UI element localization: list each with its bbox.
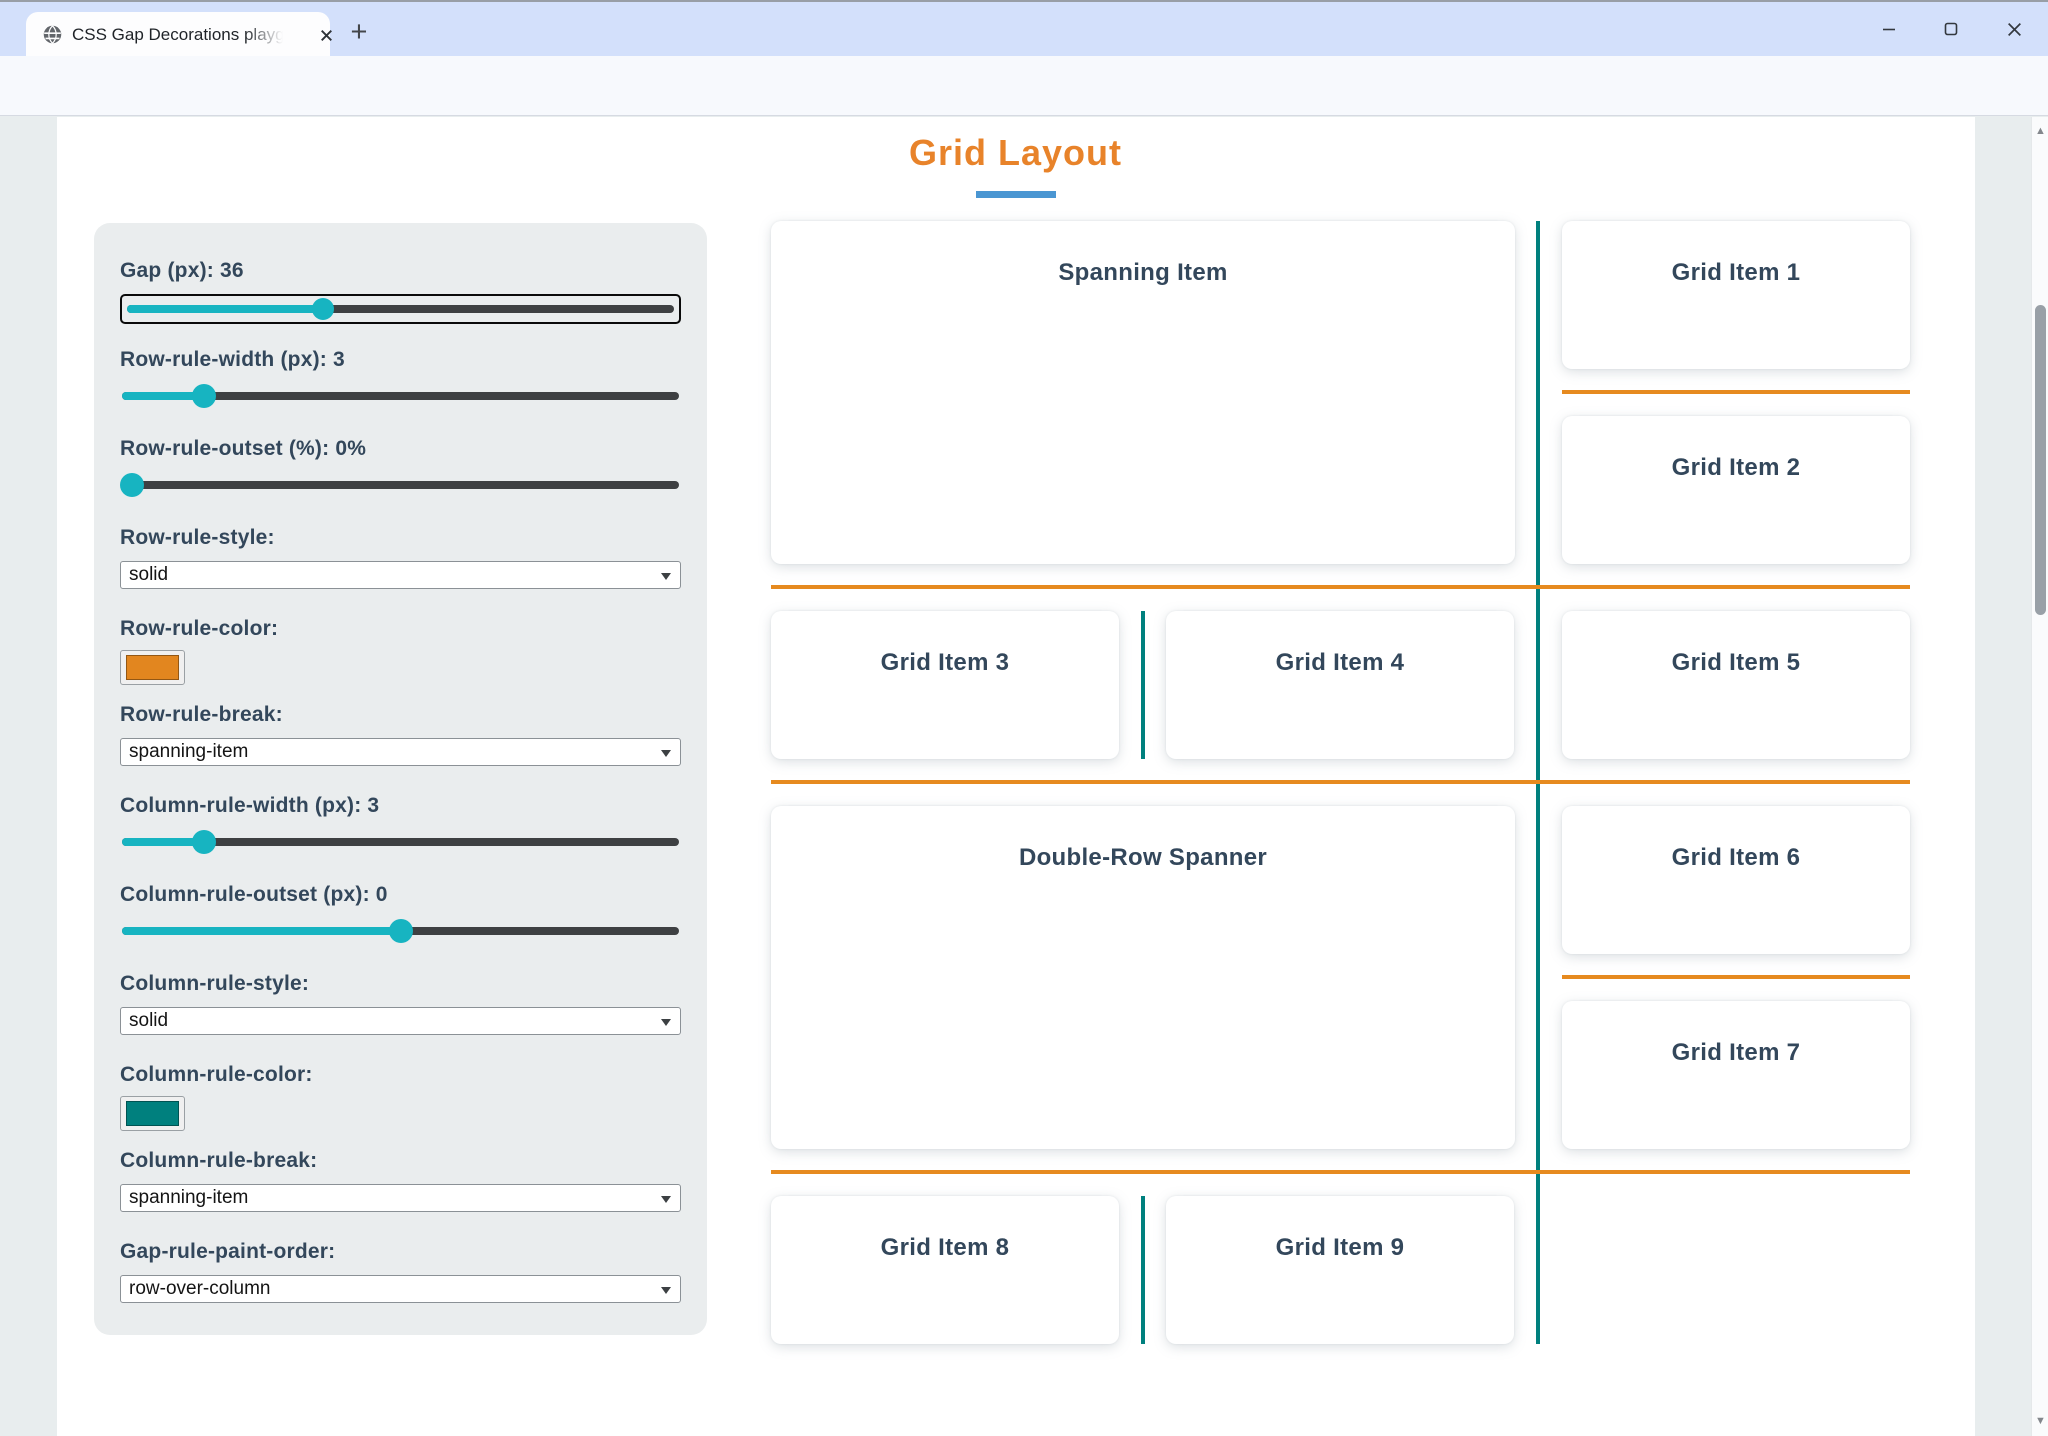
slider-track[interactable] xyxy=(127,305,674,313)
column-rule-break-label: Column-rule-break: xyxy=(120,1149,318,1172)
row-rule xyxy=(771,1170,1910,1174)
row-rule-color-picker[interactable] xyxy=(120,650,185,685)
column-rule xyxy=(1141,1196,1145,1344)
page-scrollbar[interactable]: ▲ ▼ xyxy=(2031,117,2048,1436)
scroll-down-arrow-icon[interactable]: ▼ xyxy=(2035,1415,2046,1427)
window-minimize-button[interactable] xyxy=(1866,8,1912,50)
slider-track[interactable] xyxy=(122,481,679,489)
row-rule-style-select[interactable]: solid xyxy=(120,561,681,589)
close-icon xyxy=(2007,22,2021,36)
grid-card-3: Grid Item 3 xyxy=(771,611,1119,759)
row-rule-break-select[interactable]: spanning-item xyxy=(120,738,681,766)
grid-card-5: Grid Item 5 xyxy=(1562,611,1910,759)
column-rule-outset-slider[interactable] xyxy=(120,918,681,944)
gap-rule-paint-order-value: row-over-column xyxy=(129,1278,271,1299)
grid-card-label: Grid Item 8 xyxy=(880,1234,1010,1261)
row-rule-width-slider[interactable] xyxy=(120,383,681,409)
slider-thumb[interactable] xyxy=(312,298,335,320)
row-rule-color-chip xyxy=(126,655,179,680)
controls-panel: Gap (px): 36 Row-rule-width (px): 3 Row-… xyxy=(94,223,707,1335)
column-rule-color-label: Column-rule-color: xyxy=(120,1063,313,1086)
grid-card-label: Grid Item 4 xyxy=(1275,649,1405,676)
row-rule-style-value: solid xyxy=(129,564,169,585)
row-rule xyxy=(771,780,1910,784)
column-rule-break-select[interactable]: spanning-item xyxy=(120,1184,681,1212)
grid-card-label: Spanning Item xyxy=(1058,259,1228,286)
grid-card-double-row-spanner: Double-Row Spanner xyxy=(771,806,1515,1149)
window-close-button[interactable] xyxy=(1991,8,2037,50)
slider-thumb[interactable] xyxy=(120,473,144,497)
row-rule-outset-slider[interactable] xyxy=(120,472,681,498)
gap-rule-paint-order-select[interactable]: row-over-column xyxy=(120,1275,681,1303)
column-rule-width-label: Column-rule-width (px): 3 xyxy=(120,794,380,817)
grid-card-8: Grid Item 8 xyxy=(771,1196,1119,1344)
tab-title-fade xyxy=(244,22,296,50)
window-maximize-button[interactable] xyxy=(1928,8,1974,50)
maximize-icon xyxy=(1944,22,1958,36)
column-rule-break-value: spanning-item xyxy=(129,1187,249,1208)
slider-thumb[interactable] xyxy=(192,384,217,408)
row-rule-break-value: spanning-item xyxy=(129,741,249,762)
grid-card-label: Double-Row Spanner xyxy=(1018,844,1268,871)
row-rule-break-label: Row-rule-break: xyxy=(120,703,283,726)
slider-fill xyxy=(127,305,326,313)
column-rule-style-value: solid xyxy=(129,1010,169,1031)
grid-card-1: Grid Item 1 xyxy=(1562,221,1910,369)
gap-rule-paint-order-label: Gap-rule-paint-order: xyxy=(120,1240,336,1263)
gap-slider-focus-ring xyxy=(120,294,681,324)
grid-card-2: Grid Item 2 xyxy=(1562,416,1910,564)
minimize-icon xyxy=(1883,28,1895,31)
scrollbar-thumb[interactable] xyxy=(2035,305,2046,615)
page-title: Grid Layout xyxy=(908,132,1122,173)
scroll-up-arrow-icon[interactable]: ▲ xyxy=(2035,125,2046,137)
grid-card-6: Grid Item 6 xyxy=(1562,806,1910,954)
column-rule-outset-label: Column-rule-outset (px): 0 xyxy=(120,883,388,906)
column-rule xyxy=(1141,611,1145,759)
grid-card-9: Grid Item 9 xyxy=(1166,1196,1514,1344)
gap-label: Gap (px): 36 xyxy=(120,259,244,282)
slider-thumb[interactable] xyxy=(192,830,217,854)
grid-card-spanning-item: Spanning Item xyxy=(771,221,1515,564)
row-rule-outset-label: Row-rule-outset (%): 0% xyxy=(120,437,367,460)
slider-track[interactable] xyxy=(122,838,679,846)
slider-fill xyxy=(122,392,207,400)
title-underline xyxy=(976,191,1056,198)
row-rule xyxy=(1562,390,1910,394)
grid-card-7: Grid Item 7 xyxy=(1562,1001,1910,1149)
row-rule-width-label: Row-rule-width (px): 3 xyxy=(120,348,345,371)
gap-slider[interactable] xyxy=(125,298,676,320)
grid-card-label: Grid Item 5 xyxy=(1671,649,1801,676)
grid-card-label: Grid Item 6 xyxy=(1671,844,1801,871)
row-rule xyxy=(771,585,1910,589)
grid-card-label: Grid Item 2 xyxy=(1671,454,1801,481)
grid-card-4: Grid Item 4 xyxy=(1166,611,1514,759)
grid-card-label: Grid Item 3 xyxy=(880,649,1010,676)
new-tab-button[interactable]: + xyxy=(350,16,368,48)
column-rule-width-slider[interactable] xyxy=(120,829,681,855)
column-rule-style-label: Column-rule-style: xyxy=(120,972,310,995)
slider-track[interactable] xyxy=(122,392,679,400)
grid-card-label: Grid Item 9 xyxy=(1275,1234,1405,1261)
column-rule-style-select[interactable]: solid xyxy=(120,1007,681,1035)
slider-fill xyxy=(122,927,403,935)
tab-strip: CSS Gap Decorations playgroun + xyxy=(0,0,2048,58)
column-rule-color-chip xyxy=(126,1101,179,1126)
row-rule-style-label: Row-rule-style: xyxy=(120,526,275,549)
column-rule-color-picker[interactable] xyxy=(120,1096,185,1131)
slider-fill xyxy=(122,838,207,846)
tab-close-icon[interactable] xyxy=(318,27,335,44)
browser-tab[interactable]: CSS Gap Decorations playgroun xyxy=(26,12,332,58)
row-rule-color-label: Row-rule-color: xyxy=(120,617,279,640)
slider-thumb[interactable] xyxy=(388,919,413,943)
row-rule xyxy=(1562,975,1910,979)
browser-toolbar: microsoftedge.github.io/Demos/css-gap-de… xyxy=(0,56,2048,164)
globe-favicon-icon xyxy=(43,25,62,44)
grid-card-label: Grid Item 7 xyxy=(1671,1039,1801,1066)
grid-playground: Spanning Item Grid Item 1 Grid Item 2 Gr… xyxy=(771,221,1910,1344)
tab-title: CSS Gap Decorations playgroun xyxy=(72,25,294,44)
page-viewport: Grid Layout Gap (px): 36 Row-rule-width … xyxy=(0,117,2031,1436)
grid-card-label: Grid Item 1 xyxy=(1671,259,1801,286)
